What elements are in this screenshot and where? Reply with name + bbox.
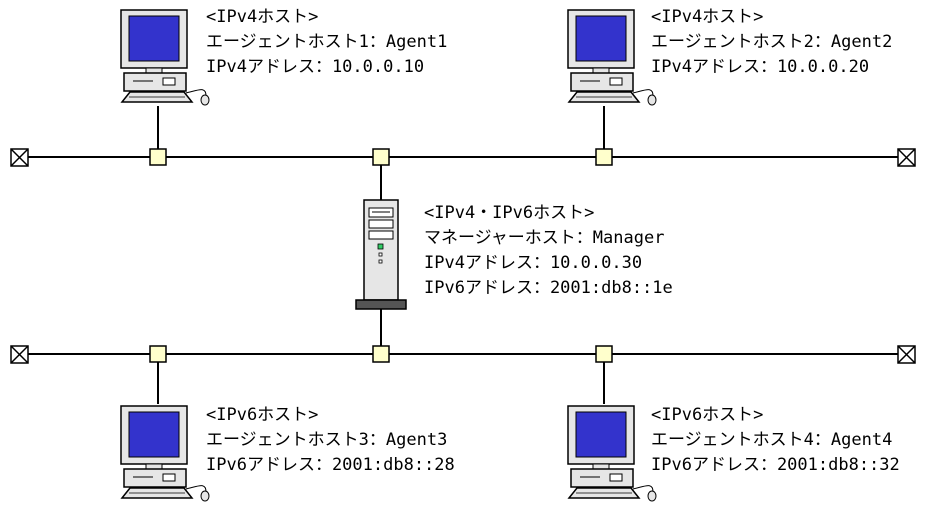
agent4-heading: <IPv6ホスト> [651,405,764,425]
lower-left-terminator-icon [10,345,29,364]
manager-upper-connector-icon [372,148,390,166]
agent4-desktop-pc-icon [567,405,657,502]
upper-left-terminator-icon [10,148,29,167]
agent1-connector-icon [149,148,167,166]
agent2-ipv4-address: IPv4アドレス：10.0.0.20 [651,57,870,77]
agent3-heading: <IPv6ホスト> [206,405,319,425]
agent3-desktop-pc-icon [120,405,210,502]
agent2-desktop-pc-icon [567,9,657,106]
manager-ipv4-address: IPv4アドレス：10.0.0.30 [424,253,643,273]
agent3-host-line: エージェントホスト3：Agent3 [206,430,448,450]
agent2-connector-icon [595,148,613,166]
agent3-connector-icon [149,345,167,363]
agent2-host-line: エージェントホスト2：Agent2 [651,32,893,52]
manager-lower-connector-icon [372,345,390,363]
agent3-ipv6-address: IPv6アドレス：2001:db8::28 [206,455,455,475]
agent4-ipv6-address: IPv6アドレス：2001:db8::32 [651,455,900,475]
agent1-heading: <IPv4ホスト> [206,7,319,27]
agent1-ipv4-address: IPv4アドレス：10.0.0.10 [206,57,425,77]
agent1-host-line: エージェントホスト1：Agent1 [206,32,448,52]
agent4-connector-icon [595,345,613,363]
manager-host-line: マネージャーホスト：Manager [424,228,665,248]
agent2-heading: <IPv4ホスト> [651,7,764,27]
agent1-desktop-pc-icon [120,9,210,106]
manager-heading: <IPv4・IPv6ホスト> [424,203,595,223]
lower-right-terminator-icon [897,345,916,364]
manager-ipv6-address: IPv6アドレス：2001:db8::1e [424,278,673,298]
upper-right-terminator-icon [897,148,916,167]
network-lines [28,106,898,404]
agent4-host-line: エージェントホスト4：Agent4 [651,430,893,450]
manager-server-tower-icon [355,199,407,310]
